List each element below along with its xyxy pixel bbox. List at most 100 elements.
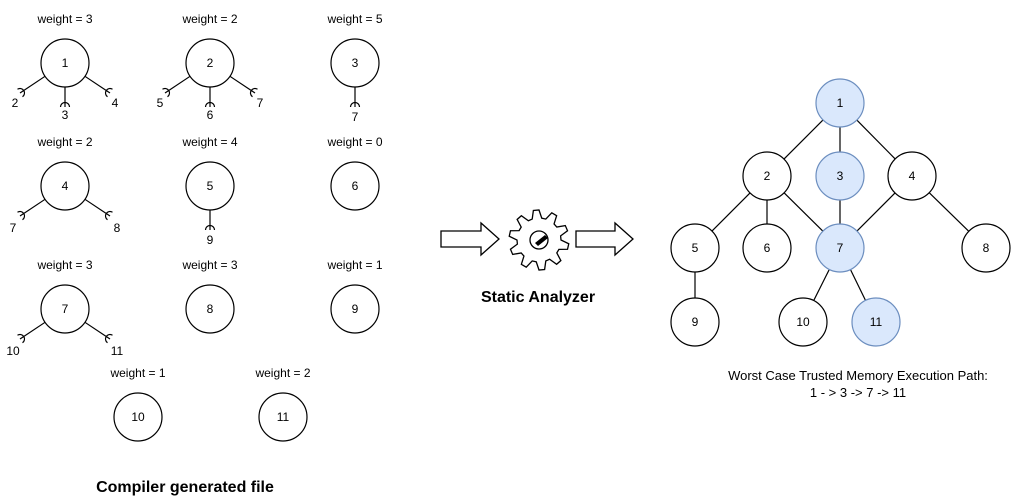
node-circle — [961, 223, 1011, 273]
highlighted-node-circle — [815, 78, 865, 128]
output-arrow — [575, 221, 634, 257]
edge-4-8 — [928, 192, 970, 232]
graph-node-3: 3 — [815, 151, 865, 201]
worst-case-caption-line2: 1 - > 3 -> 7 -> 11 — [810, 385, 906, 400]
highlighted-node-circle — [851, 297, 901, 347]
function-circle — [113, 392, 163, 442]
weight-label: weight = 4 — [181, 135, 237, 149]
function-id: 10 — [131, 410, 145, 424]
call-socket — [162, 87, 170, 98]
function-id: 1 — [62, 56, 69, 70]
weight-label: weight = 3 — [181, 258, 237, 272]
highlighted-node-circle — [815, 223, 865, 273]
callee-label: 3 — [62, 108, 69, 122]
graph-node-11: 11 — [851, 297, 901, 347]
call-socket — [250, 87, 258, 98]
graph-node-8: 8 — [961, 223, 1011, 273]
weight-label: weight = 2 — [36, 135, 92, 149]
weight-label: weight = 1 — [326, 258, 382, 272]
function-circle — [185, 161, 235, 211]
node-label: 10 — [796, 315, 810, 329]
function-circle — [40, 38, 90, 88]
node-circle — [742, 151, 792, 201]
worst-case-caption-line1: Worst Case Trusted Memory Execution Path… — [728, 368, 988, 383]
function-circle — [40, 284, 90, 334]
node-circle — [670, 297, 720, 347]
call-socket — [204, 224, 216, 231]
weight-label: weight = 0 — [326, 135, 382, 149]
node-label: 1 — [837, 96, 844, 110]
weight-label: weight = 1 — [109, 366, 165, 380]
edge-2-7 — [783, 192, 824, 232]
function-node-6: weight = 0 6 — [326, 135, 383, 211]
edge-7-10 — [813, 269, 830, 301]
edge-7-11 — [849, 269, 867, 301]
weight-label: weight = 3 — [36, 258, 92, 272]
call-socket — [59, 101, 71, 108]
callee-label: 11 — [111, 344, 124, 358]
edge-1-2 — [783, 119, 824, 160]
node-label: 8 — [983, 241, 990, 255]
node-label: 2 — [764, 169, 771, 183]
weight-label: weight = 2 — [181, 12, 237, 26]
node-circle — [887, 151, 937, 201]
graph-node-9: 9 — [670, 297, 720, 347]
function-node-8: weight = 3 8 — [181, 258, 238, 334]
function-id: 5 — [207, 179, 214, 193]
call-socket — [17, 334, 25, 344]
node-label: 6 — [764, 241, 771, 255]
callee-label: 6 — [207, 108, 214, 122]
callee-label: 7 — [257, 96, 264, 110]
edge-2-5 — [711, 192, 751, 232]
call-socket — [349, 101, 361, 108]
function-circle — [40, 161, 90, 211]
node-circle — [670, 223, 720, 273]
function-circle — [330, 38, 380, 88]
left-caption: Compiler generated file — [96, 479, 274, 496]
function-id: 6 — [352, 179, 359, 193]
call-socket — [105, 211, 113, 221]
function-id: 7 — [62, 302, 69, 316]
function-circle — [258, 392, 308, 442]
function-node-7: weight = 3 10 11 7 — [6, 258, 123, 358]
callee-label: 10 — [6, 344, 20, 358]
weight-label: weight = 3 — [36, 12, 92, 26]
call-graph-edges — [694, 119, 970, 301]
graph-node-2: 2 — [742, 151, 792, 201]
function-circle — [330, 284, 380, 334]
edge-4-7 — [856, 192, 896, 232]
node-label: 3 — [837, 169, 844, 183]
callee-label: 9 — [207, 233, 214, 247]
node-label: 9 — [692, 315, 699, 329]
node-circle — [742, 223, 792, 273]
call-graph-nodes: 1 2 3 4 5 6 7 8 9 10 11 — [670, 78, 1011, 347]
graph-node-5: 5 — [670, 223, 720, 273]
call-socket — [204, 101, 216, 108]
node-label: 7 — [837, 241, 844, 255]
graph-node-1: 1 — [815, 78, 865, 128]
graph-node-6: 6 — [742, 223, 792, 273]
analyzer-label: Static Analyzer — [481, 289, 595, 306]
function-circle — [185, 38, 235, 88]
callee-label: 4 — [112, 96, 119, 110]
graph-node-10: 10 — [778, 297, 828, 347]
function-id: 8 — [207, 302, 214, 316]
weight-label: weight = 5 — [326, 12, 382, 26]
edge-1-4 — [856, 119, 896, 160]
call-socket — [105, 334, 113, 344]
highlighted-node-circle — [815, 151, 865, 201]
function-node-5: weight = 4 9 5 — [181, 135, 237, 247]
callee-label: 7 — [352, 110, 359, 124]
function-id: 3 — [352, 56, 359, 70]
weight-label: weight = 2 — [254, 366, 310, 380]
function-id: 2 — [207, 56, 214, 70]
function-circle — [330, 161, 380, 211]
node-label: 4 — [909, 169, 916, 183]
call-socket — [17, 211, 25, 221]
callee-label: 7 — [10, 221, 17, 235]
